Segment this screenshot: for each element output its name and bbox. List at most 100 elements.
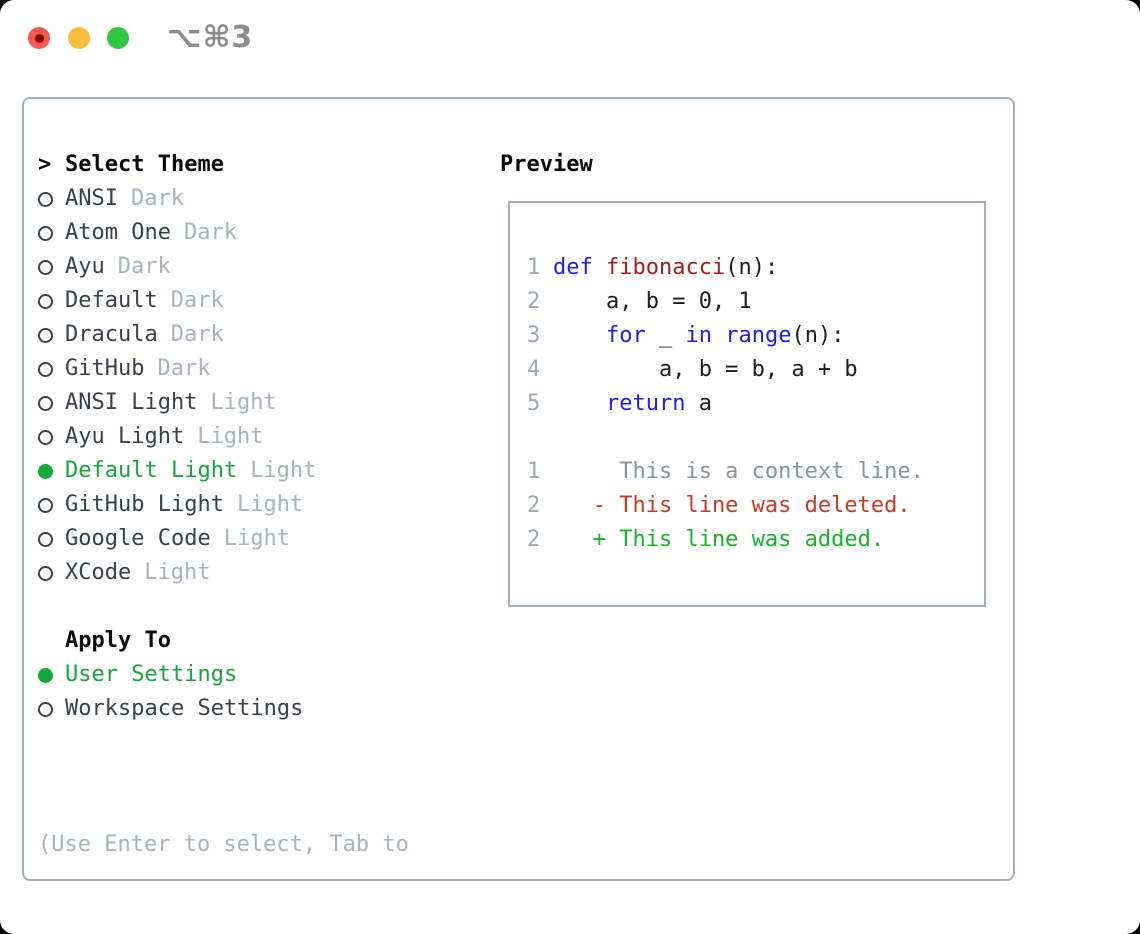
option-tag: Light: [210, 390, 277, 415]
radio-col: [38, 293, 65, 309]
theme-option-3[interactable]: Default Dark: [38, 284, 478, 318]
theme-option-4[interactable]: Dracula Dark: [38, 318, 478, 352]
option-tag: Light: [197, 424, 264, 449]
unsaved-indicator-dot: [34, 33, 44, 43]
zoom-button[interactable]: [107, 27, 129, 49]
preview-line-2: 3 for _ in range(n):: [527, 319, 984, 353]
option-tag: Dark: [170, 322, 224, 347]
preview-line-7: 2 - This line was deleted.: [527, 489, 984, 523]
option-tag: Dark: [183, 220, 237, 245]
radio-col: [38, 701, 65, 717]
option-label: GitHub: [65, 356, 145, 381]
radio-col: [38, 429, 65, 445]
line-number: 5: [527, 391, 541, 416]
radio-col: [38, 667, 65, 683]
window-title: ⌥⌘3: [167, 20, 254, 55]
theme-option-1[interactable]: Atom One Dark: [38, 216, 478, 250]
apply-option-1[interactable]: Workspace Settings: [38, 692, 478, 726]
radio-col: [38, 225, 65, 241]
option-tag: Light: [236, 492, 304, 517]
option-label: Atom One: [65, 220, 171, 245]
line-content: for _ in range(n):: [605, 323, 845, 348]
option-label: Google Code: [65, 526, 211, 551]
line-content: + This line was added.: [553, 527, 885, 552]
radio-icon: [38, 361, 53, 377]
option-label: Dracula: [65, 322, 158, 347]
option-label: ANSI: [65, 186, 118, 211]
option-label: Default: [65, 288, 158, 313]
radio-col: [38, 497, 65, 513]
option-tag: Dark: [157, 356, 211, 381]
line-content: a, b = 0, 1: [553, 289, 752, 314]
line-number: 4: [527, 357, 541, 382]
radio-icon: [38, 225, 53, 241]
option-label: XCode: [65, 560, 132, 585]
radio-col: [38, 395, 65, 411]
option-label: User Settings: [65, 662, 238, 687]
theme-option-5[interactable]: GitHub Dark: [38, 352, 478, 386]
radio-icon: [38, 531, 53, 547]
option-label: ANSI Light: [65, 390, 198, 415]
radio-col: [38, 191, 65, 207]
cursor-marker-col: >: [38, 148, 65, 182]
line-number: 2: [527, 527, 541, 552]
line-number: [527, 421, 540, 455]
radio-col: [38, 531, 65, 547]
close-button[interactable]: [28, 27, 50, 49]
minimize-button[interactable]: [68, 27, 90, 49]
help-line-1: (Use Enter to select, Tab to: [38, 832, 409, 857]
option-tag: Light: [250, 458, 317, 483]
line-content: This is a context line.: [553, 459, 924, 484]
preview-header: Preview: [500, 152, 593, 177]
option-tag: Dark: [130, 186, 184, 211]
preview-line-6: 1 This is a context line.: [527, 455, 984, 489]
option-tag: Dark: [117, 254, 171, 279]
apply-to-header-row: Apply To: [38, 624, 478, 658]
radio-icon: [38, 191, 53, 207]
line-number: 3: [527, 323, 541, 348]
spacer: [38, 590, 478, 624]
spacer: [38, 726, 478, 760]
apply-to-header: Apply To: [65, 628, 171, 653]
theme-option-9[interactable]: GitHub Light Light: [38, 488, 478, 522]
line-number: 2: [527, 493, 541, 518]
radio-icon: [38, 327, 53, 343]
radio-col: [38, 327, 65, 343]
radio-col: [38, 361, 65, 377]
preview-line-4: 5 return a: [527, 387, 984, 421]
radio-col: [38, 565, 65, 581]
line-content: return a: [605, 391, 712, 416]
option-tag: Dark: [170, 288, 224, 313]
help-line-2: change focus): [38, 930, 478, 934]
theme-option-0[interactable]: ANSI Dark: [38, 182, 478, 216]
option-tag: Light: [223, 526, 290, 551]
option-label: GitHub Light: [65, 492, 224, 517]
line-number: 2: [527, 289, 541, 314]
preview-line-3: 4 a, b = b, a + b: [527, 353, 984, 387]
theme-option-10[interactable]: Google Code Light: [38, 522, 478, 556]
radio-icon: [38, 565, 53, 581]
radio-selected-icon: [38, 463, 53, 479]
help-text: (Use Enter to select, Tab to change focu…: [38, 760, 478, 934]
apply-option-0[interactable]: User Settings: [38, 658, 478, 692]
radio-icon: [38, 259, 53, 275]
preview-line-5: [527, 421, 984, 455]
option-label: Ayu Light: [65, 424, 185, 449]
preview-line-8: 2 + This line was added.: [527, 523, 984, 557]
theme-option-6[interactable]: ANSI Light Light: [38, 386, 478, 420]
radio-selected-icon: [38, 667, 53, 683]
cursor-marker: >: [38, 152, 52, 177]
theme-option-7[interactable]: Ayu Light Light: [38, 420, 478, 454]
radio-icon: [38, 429, 53, 445]
radio-col: [38, 259, 65, 275]
